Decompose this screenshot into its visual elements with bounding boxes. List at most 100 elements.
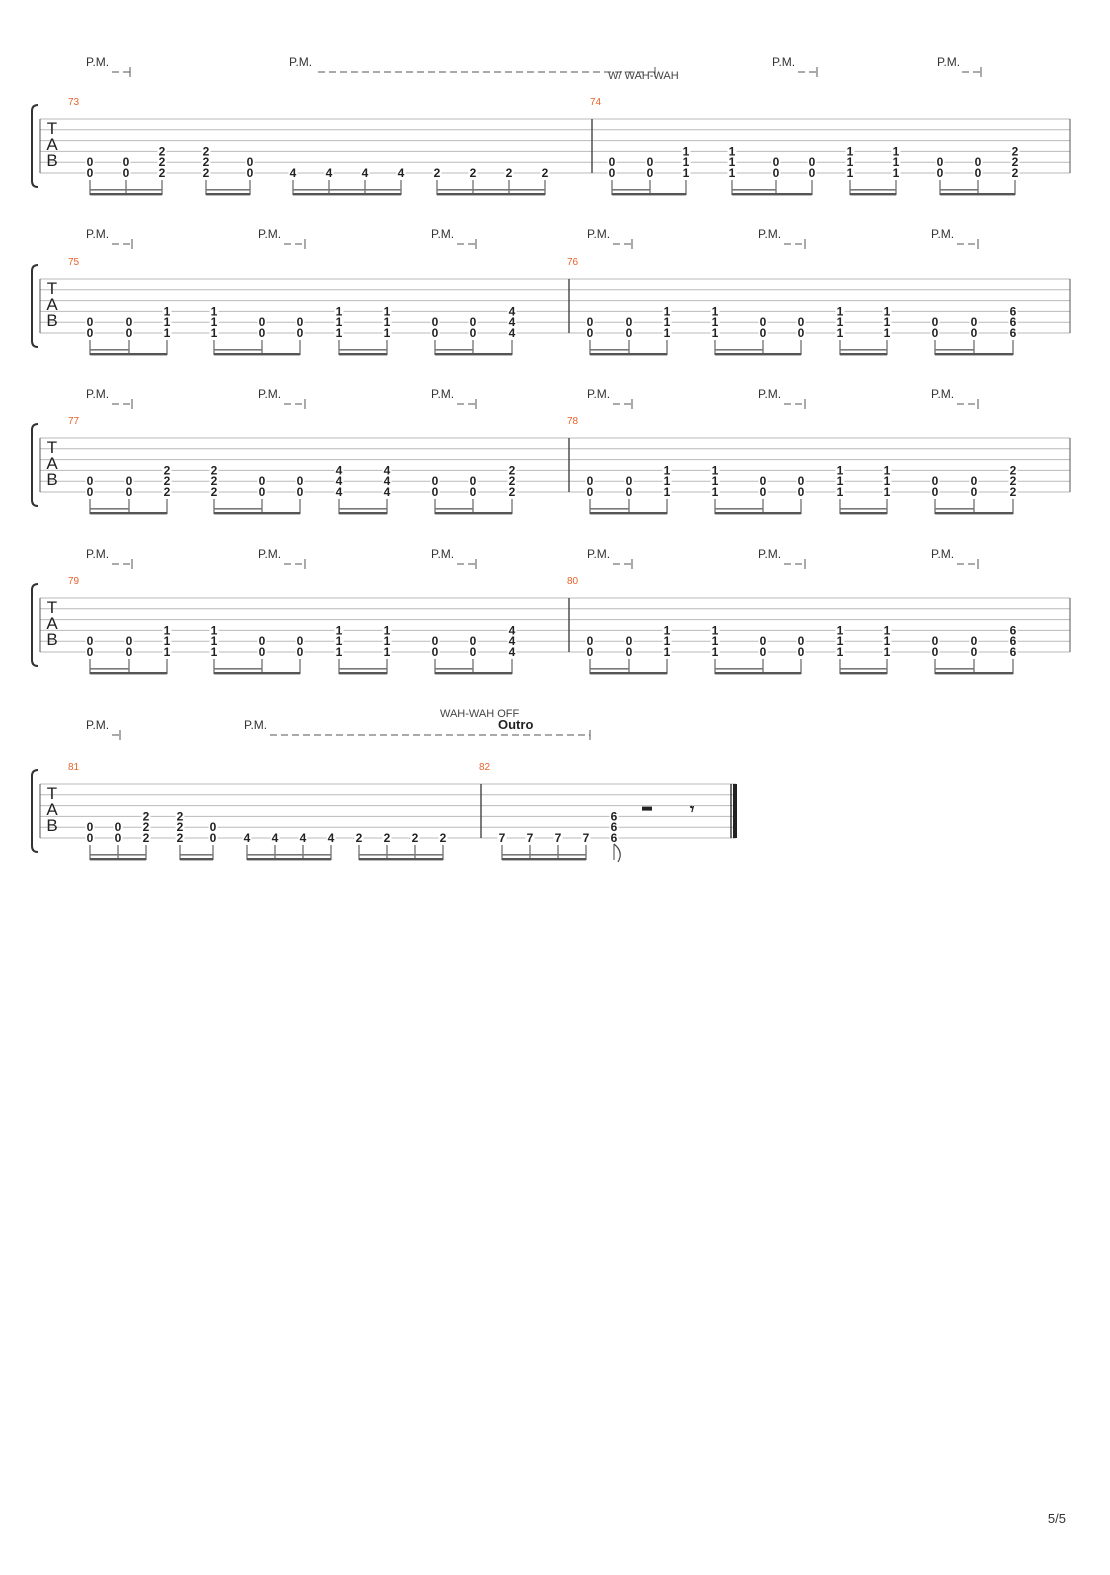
fret-number: 0 [470,634,477,648]
palm-mute-label: P.M. [587,387,610,401]
measure-number: 82 [479,762,491,773]
fret-number: 1 [712,645,719,659]
fret-mask [835,328,845,338]
beam [359,858,443,861]
beam [339,672,387,675]
fret-mask [645,168,655,178]
palm-mute-label: P.M. [587,227,610,241]
fret-mask [882,317,892,328]
fret-number: 0 [126,634,133,648]
fret-mask [162,636,172,647]
note-flag [613,843,621,863]
fret-mask [969,636,979,647]
fret-number: 2 [356,831,363,845]
fret-mask [382,647,392,657]
fret-number: 0 [798,485,805,499]
fret-number: 0 [609,166,616,180]
secondary-beam [840,508,887,510]
fret-number: 0 [432,645,439,659]
fret-number: 2 [177,831,184,845]
fret-mask [334,317,344,328]
fret-number: 6 [1010,315,1017,329]
palm-mute-label: P.M. [258,227,281,241]
beam [214,512,300,515]
palm-mute-label: P.M. [587,547,610,561]
fret-mask [162,625,172,636]
fret-number: 0 [87,634,94,648]
fret-mask [334,476,344,487]
fret-mask [507,636,517,647]
fret-number: 1 [664,474,671,488]
fret-mask [710,625,720,636]
secondary-beam [293,189,401,191]
tab-clef-letter: A [46,135,58,154]
fret-number: 6 [1010,304,1017,318]
fret-mask [85,822,95,833]
fret-mask [85,328,95,338]
fret-mask [209,476,219,487]
fret-mask [504,168,514,178]
effect-label: W/ WAH-WAH [608,70,679,82]
fret-mask [245,168,255,178]
fret-number: 0 [971,485,978,499]
fret-mask [85,647,95,657]
fret-number: 0 [87,326,94,340]
fret-number: 2 [159,144,166,158]
fret-number: 0 [809,155,816,169]
fret-mask [807,168,817,178]
system-bracket [31,264,39,348]
fret-mask [845,168,855,178]
palm-mute-label: P.M. [86,387,109,401]
fret-number: 2 [1010,474,1017,488]
fret-number: 1 [884,315,891,329]
tab-clef-letter: T [47,438,57,457]
fret-number: 0 [115,820,122,834]
palm-mute-label: P.M. [258,387,281,401]
fret-mask [585,647,595,657]
fret-number: 0 [798,634,805,648]
fret-mask [609,822,619,833]
palm-mute-label: P.M. [931,547,954,561]
tab-clef-letter: A [46,800,58,819]
fret-number: 2 [509,463,516,477]
fret-mask [245,157,255,168]
tab-clef-letter: B [46,816,57,835]
secondary-beam [502,854,586,856]
palm-mute-label: P.M. [289,55,312,69]
fret-number: 0 [432,326,439,340]
fret-number: 1 [664,326,671,340]
fret-mask [468,328,478,338]
secondary-beam [90,349,129,351]
fret-mask [324,168,334,178]
secondary-beam [359,854,443,856]
beam [840,672,887,675]
fret-mask [662,328,672,338]
fret-number: 0 [647,155,654,169]
fret-number: 1 [884,304,891,318]
fret-mask [468,487,478,497]
fret-mask [973,168,983,178]
fret-number: 0 [297,645,304,659]
fret-mask [710,636,720,647]
fret-mask [758,476,768,487]
fret-mask [835,647,845,657]
fret-number: 2 [509,474,516,488]
fret-mask [382,476,392,487]
tab-clef-letter: B [46,151,57,170]
secondary-beam [715,349,763,351]
fret-number: 7 [555,831,562,845]
fret-number: 1 [384,304,391,318]
fret-mask [1010,146,1020,157]
fret-mask [382,487,392,497]
fret-number: 0 [470,474,477,488]
fret-mask [209,317,219,328]
fret-number: 1 [884,645,891,659]
fret-number: 0 [247,155,254,169]
fret-mask [209,306,219,317]
fret-number: 1 [664,315,671,329]
beam [715,672,801,675]
fret-mask [334,647,344,657]
fret-number: 4 [336,474,343,488]
fret-number: 2 [412,831,419,845]
secondary-beam [935,668,974,670]
